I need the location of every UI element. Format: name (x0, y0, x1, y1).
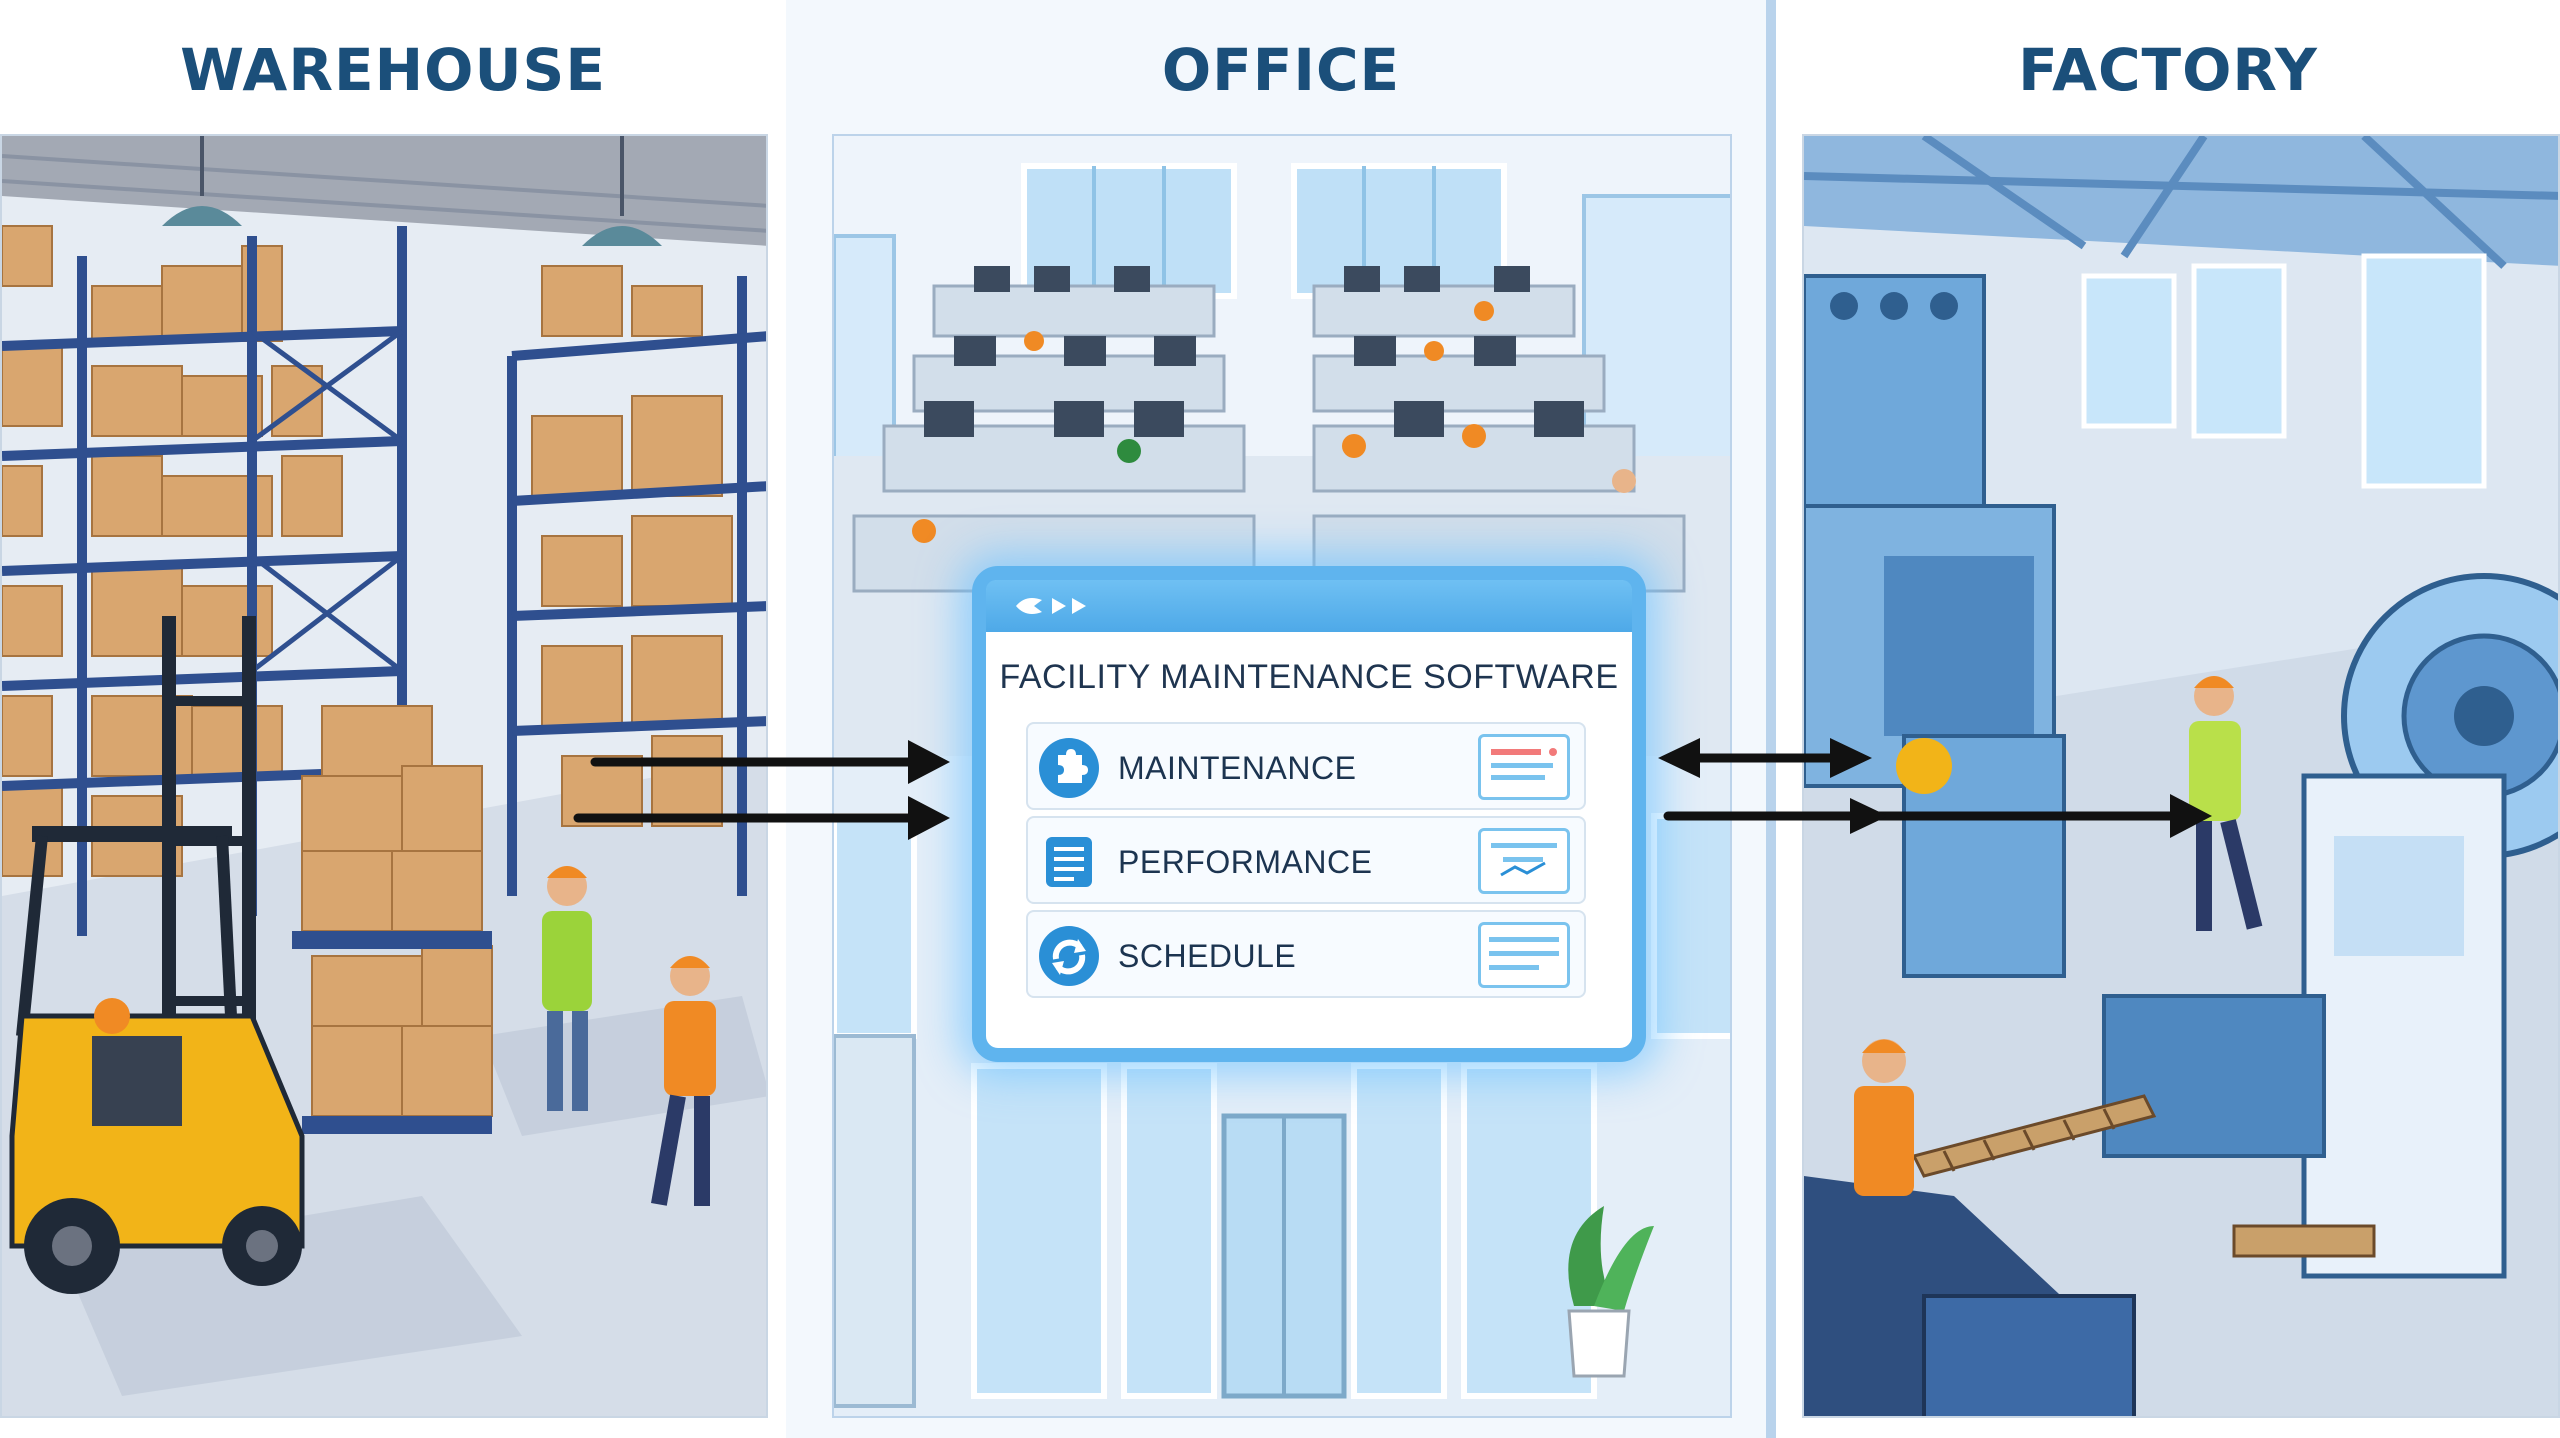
puzzle-icon (1039, 738, 1099, 798)
menu-item-label: SCHEDULE (1118, 938, 1297, 974)
preview-thumbnail (1478, 828, 1570, 894)
document-icon (1046, 837, 1092, 887)
warehouse-panel: WAREHOUSE (0, 0, 786, 1438)
pallet-rack-right (507, 265, 766, 896)
office-title: OFFICE (1161, 36, 1401, 104)
software-window: FACILITY MAINTENANCE SOFTWARE MAINTENANC… (972, 566, 1646, 1062)
cubicle-rows (852, 266, 1686, 593)
refresh-icon (1039, 926, 1099, 986)
software-heading: FACILITY MAINTENANCE SOFTWARE (999, 658, 1619, 696)
factory-scene (1802, 134, 2560, 1418)
menu-item-maintenance[interactable]: MAINTENANCE (1026, 722, 1586, 810)
glass-facade (834, 813, 1730, 1399)
factory-illustration (1804, 136, 2558, 1416)
worker-figure (1854, 1039, 1914, 1196)
window-titlebar (986, 580, 1632, 632)
office-window (1021, 163, 1507, 299)
ceiling-lamp-icon (162, 136, 242, 226)
worker-figure (651, 956, 716, 1206)
conveyor-belt (1911, 1094, 2376, 1258)
factory-title: FACTORY (2018, 36, 2318, 104)
menu-item-label: PERFORMANCE (1118, 844, 1373, 880)
menu-item-performance[interactable]: PERFORMANCE (1026, 816, 1586, 904)
preview-thumbnail (1478, 922, 1570, 988)
forklift-icon (9, 616, 305, 1294)
box-stack (301, 705, 493, 1117)
panel-divider (1766, 0, 1776, 1438)
industrial-machine (2102, 573, 2558, 1279)
menu-item-schedule[interactable]: SCHEDULE (1026, 910, 1586, 998)
software-logo-icon (1016, 598, 1086, 614)
menu-item-label: MAINTENANCE (1118, 750, 1357, 786)
warehouse-title: WAREHOUSE (180, 36, 606, 104)
entrance-door (1221, 1113, 1347, 1399)
warehouse-illustration (2, 136, 766, 1416)
worker-figure (542, 866, 592, 1111)
potted-plant-icon (1567, 1206, 1654, 1378)
factory-panel: FACTORY (1776, 0, 2560, 1438)
ceiling-lamp-icon (582, 136, 662, 246)
warehouse-scene (0, 134, 768, 1418)
industrial-machine (1804, 274, 2066, 978)
preview-thumbnail (1478, 734, 1570, 800)
